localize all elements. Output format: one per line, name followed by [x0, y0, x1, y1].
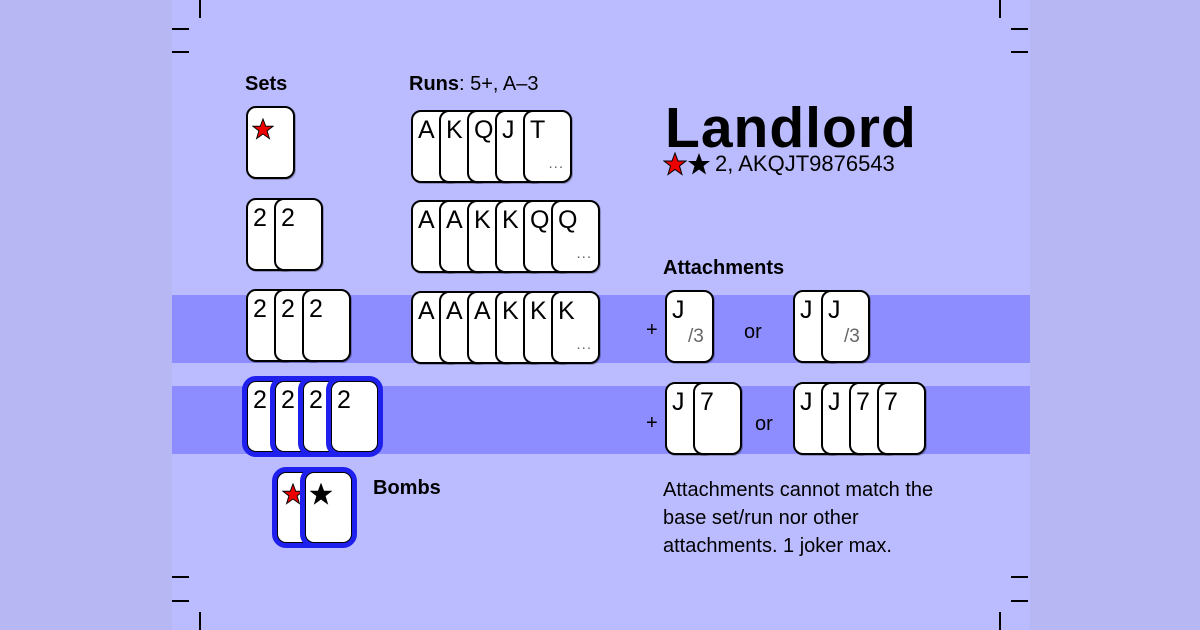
- playing-card: T...: [523, 110, 572, 183]
- rank-order: 2, AKQJT9876543: [663, 152, 895, 176]
- playing-card: [300, 467, 357, 548]
- card-rank: J: [502, 116, 515, 144]
- card-subscript: /3: [844, 326, 860, 347]
- crop-mark: [1011, 600, 1028, 602]
- card-rank: 2: [281, 386, 295, 414]
- bombs-label: Bombs: [373, 477, 441, 499]
- attachment-plus: +: [646, 412, 658, 434]
- attachments-note: Attachments cannot match the base set/ru…: [663, 479, 934, 557]
- card-subscript: /3: [688, 326, 704, 347]
- playing-card: [246, 106, 295, 179]
- card-rank: A: [474, 297, 491, 325]
- card-ellipsis: ...: [576, 336, 592, 353]
- card-rank: 2: [253, 204, 267, 232]
- card-rank: K: [530, 297, 547, 325]
- playing-card: 2: [274, 198, 323, 271]
- card-rank: Q: [558, 206, 578, 234]
- card-rank: K: [502, 297, 519, 325]
- black-star-icon: [309, 482, 333, 505]
- card-rank: K: [502, 206, 519, 234]
- card-rank: Q: [530, 206, 550, 234]
- crop-mark: [199, 612, 201, 630]
- card-ellipsis: ...: [576, 245, 592, 262]
- crop-mark: [1011, 576, 1028, 578]
- rank-order-text: 2, AKQJT9876543: [715, 151, 895, 176]
- playing-card: 7: [877, 382, 926, 455]
- red-star-icon: [663, 152, 687, 176]
- card-rank: 2: [309, 386, 323, 414]
- card-rank: A: [446, 297, 463, 325]
- attachments-heading: Attachments: [663, 257, 785, 279]
- card-rank: J: [672, 296, 685, 324]
- playing-card: 7: [693, 382, 742, 455]
- crop-mark: [1011, 51, 1028, 53]
- red-star-icon: [281, 482, 305, 505]
- card-rank: K: [474, 206, 491, 234]
- card-rank: 7: [700, 388, 714, 416]
- crop-mark: [999, 612, 1001, 630]
- playing-card: J/3: [821, 290, 870, 363]
- attachment-or: or: [755, 413, 773, 435]
- card-rank: 7: [884, 388, 898, 416]
- card-rank: J: [800, 388, 813, 416]
- crop-mark: [172, 576, 189, 578]
- crop-mark: [999, 0, 1001, 18]
- crop-mark: [1011, 28, 1028, 30]
- runs-heading: Runs: 5+, A–3: [409, 74, 539, 94]
- card-rank: 2: [253, 386, 267, 414]
- card-rank: 7: [856, 388, 870, 416]
- crop-mark: [172, 600, 189, 602]
- card-rank: 2: [253, 295, 267, 323]
- card-rank: 2: [281, 295, 295, 323]
- card-rank: J: [828, 388, 841, 416]
- card-rank: K: [446, 116, 463, 144]
- runs-heading-label: Runs: [409, 73, 459, 95]
- crop-mark: [172, 51, 189, 53]
- attachment-plus: +: [646, 319, 658, 341]
- runs-rule: : 5+, A–3: [459, 73, 539, 95]
- card-ellipsis: ...: [548, 155, 564, 172]
- card-rank: K: [558, 297, 575, 325]
- playing-card: 2: [302, 289, 351, 362]
- card-rank: A: [418, 297, 435, 325]
- card-rank: A: [418, 206, 435, 234]
- playing-card: J/3: [665, 290, 714, 363]
- playing-card: K...: [551, 291, 600, 364]
- black-star-icon: [688, 153, 710, 175]
- card-rank: A: [418, 116, 435, 144]
- card-rank: J: [672, 388, 685, 416]
- playing-card: Q...: [551, 200, 600, 273]
- card-rank: T: [530, 116, 546, 144]
- game-title: Landlord: [665, 96, 917, 160]
- crop-mark: [172, 28, 189, 30]
- card-rank: Q: [474, 116, 494, 144]
- attachment-or: or: [744, 321, 762, 343]
- playing-card: 2: [326, 376, 383, 457]
- card-rank: A: [446, 206, 463, 234]
- card-rank: J: [800, 296, 813, 324]
- card-rank: 2: [337, 386, 351, 414]
- card-rank: J: [828, 296, 841, 324]
- crop-mark: [199, 0, 201, 18]
- card-rank: 2: [281, 204, 295, 232]
- red-star-icon: [251, 117, 275, 140]
- sets-heading: Sets: [245, 73, 288, 95]
- card-rank: 2: [309, 295, 323, 323]
